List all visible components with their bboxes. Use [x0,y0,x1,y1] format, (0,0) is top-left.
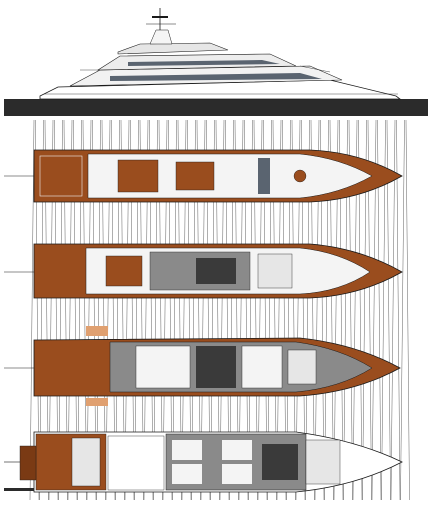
crew-quarters-fore [305,439,341,485]
sun-deck-plan [33,149,403,203]
dimension-line [405,119,410,501]
centerline-ticks [4,175,34,463]
guest-cabin-2 [172,464,202,484]
bridge-deck-aft-lounge [105,255,143,287]
main-deck-aft-platform [86,326,108,336]
lower-deck-plan [19,431,403,493]
sun-deck-hardtop [117,42,229,55]
sun-deck-hardtop-plan [87,153,373,199]
radar-mast [149,29,173,45]
radar-dome [152,16,168,18]
fore-railing [299,65,331,73]
swim-platform [19,445,37,481]
main-deck-windows [110,73,322,81]
dimension-line [29,119,35,501]
main-salon [135,345,191,389]
sun-deck-lounge [117,159,159,193]
wheelhouse [257,253,293,289]
owner-suite [241,345,283,389]
dimension-line [396,119,401,501]
main-deck-aft-platform-lower [86,398,108,406]
sun-deck-windscreen [258,158,270,194]
guest-cabin-1 [172,440,202,460]
guest-cabin-3 [222,440,252,460]
tender-garage [71,437,101,487]
sun-deck-foredeck-seat [293,169,307,183]
dimension-line [400,119,405,501]
main-deck-foyer [287,349,317,385]
profile-base-strip [4,99,428,116]
hull-profile [39,79,402,100]
bridge-deck-plan [33,243,403,299]
profile-view [4,8,428,116]
engine-room [107,435,165,491]
main-deck-plan [33,326,401,406]
crew-area [262,444,298,480]
sun-deck-bar [175,161,215,191]
bridge-deck-stair-core [196,258,236,284]
bridge-windows [128,60,280,66]
dimension-line [390,119,396,501]
sun-deck-aft-pad [39,155,83,197]
lower-base-bar [4,488,34,491]
guest-cabin-4 [222,464,252,484]
main-deck-services [196,346,236,388]
